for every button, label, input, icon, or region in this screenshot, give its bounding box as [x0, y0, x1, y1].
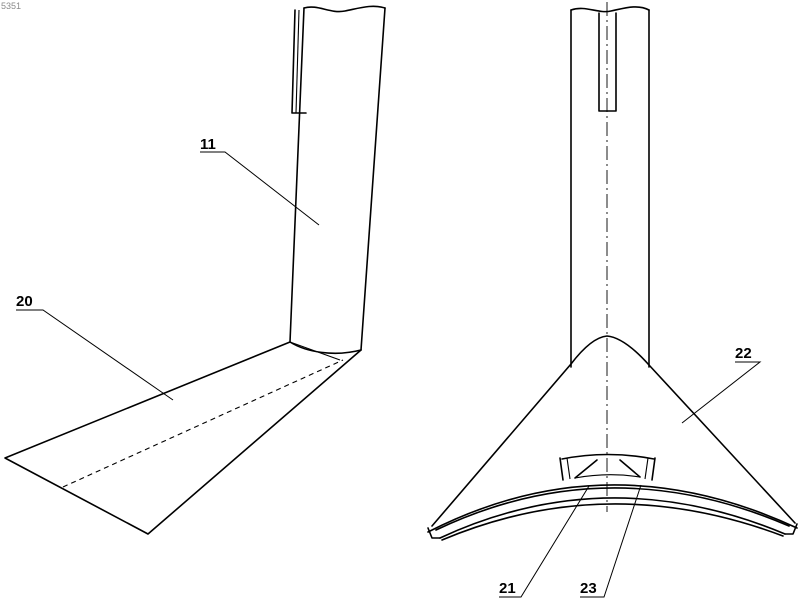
leader-line-20: [16, 310, 173, 400]
tube-front: [571, 2, 649, 512]
ref-label-20: 20: [16, 293, 33, 310]
tube: [290, 6, 385, 353]
rib-lower-edge: [442, 504, 783, 540]
tube-front-break-line: [571, 7, 649, 12]
ref-label-21: 21: [499, 580, 516, 597]
strut-inner-left-post: [567, 458, 570, 479]
leader-line-22: [682, 362, 760, 423]
ref-label-11: 11: [200, 136, 216, 153]
strut-inner-right-post: [645, 458, 648, 479]
tube-break-line: [304, 6, 385, 11]
front-view-figure: 22 21 23: [428, 2, 797, 597]
strut-right-post: [652, 458, 655, 480]
sheet-id: 5351: [1, 1, 21, 11]
ref-label-23: 23: [580, 580, 597, 597]
strut-right-diagonal: [620, 460, 640, 477]
strut-left-post: [560, 458, 563, 480]
tube-front-slot: [599, 13, 616, 111]
blade: [5, 342, 361, 534]
blade-outline: [5, 342, 361, 534]
reference-21: 21: [499, 486, 589, 597]
blade-hidden-line: [63, 360, 343, 487]
reference-23: 23: [580, 485, 641, 597]
blade-crease-line: [290, 342, 340, 360]
ref-label-22: 22: [735, 345, 752, 362]
rib: [440, 498, 785, 540]
share: [428, 336, 797, 538]
tube-left-edge: [290, 8, 304, 342]
side-view-figure: 11 20: [5, 6, 385, 534]
tube-right-edge: [361, 8, 385, 350]
reference-22: 22: [682, 345, 760, 423]
reference-20: 20: [16, 293, 173, 400]
strut-top-bar: [562, 455, 654, 460]
strut: [560, 455, 655, 481]
tube-slot-inner-line: [296, 10, 299, 113]
tube-bottom-curve: [290, 342, 361, 353]
strut-bottom-bar: [575, 475, 640, 478]
leader-line-11: [200, 152, 319, 225]
share-apex-curve: [571, 336, 649, 365]
reference-11: 11: [200, 136, 319, 225]
